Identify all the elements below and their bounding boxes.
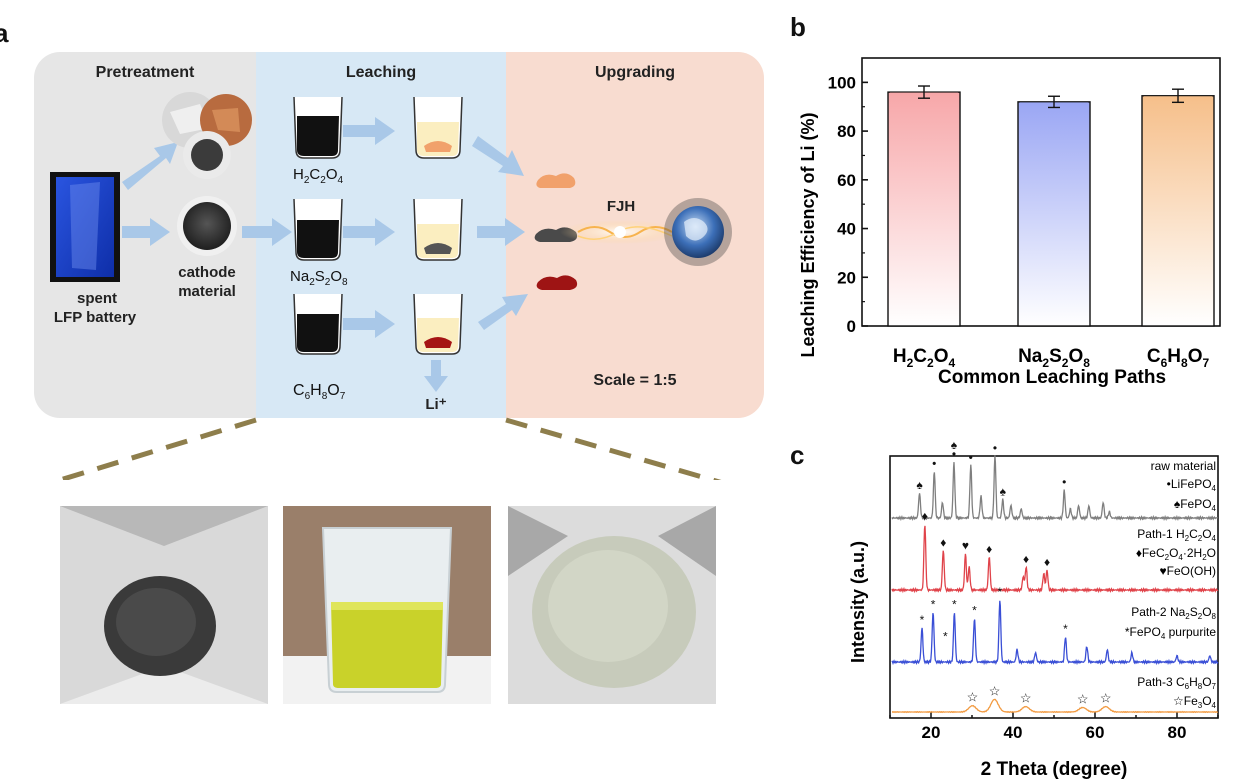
photo-upgraded-powder (508, 506, 716, 704)
bar-chart: 0 20 40 60 80 100 Leaching Efficiency of Li (… (798, 57, 1221, 388)
battery-icon (50, 172, 120, 282)
peak-marker: * (1063, 622, 1068, 636)
legend-path-1: Path-1 H2C2O4 (1137, 527, 1216, 543)
label-cathode: cathode (178, 264, 236, 281)
peak-marker: ♦ (1044, 555, 1050, 569)
photo-leachate-beaker (283, 506, 491, 704)
peak-marker: * (998, 585, 1003, 599)
product-powder-icons (534, 173, 578, 290)
peak-marker: * (972, 604, 977, 618)
panel-a-letter: a (0, 18, 9, 48)
bar-chart-category-1: H2C2O4 (893, 346, 956, 370)
y-tick-label: 20 (837, 268, 856, 287)
legend-raw-material: raw material (1151, 459, 1216, 473)
xrd-patterns (891, 455, 1219, 714)
xrd-raw-material (891, 455, 1219, 522)
bar-1 (887, 91, 961, 327)
bar-3 (1141, 95, 1215, 327)
xrd-axes: 20 40 60 80 (889, 455, 1219, 742)
peak-marker: ☆ (989, 683, 1001, 698)
peak-marker: ☆ (967, 690, 979, 705)
y-tick-label: 60 (837, 171, 856, 190)
x-tick-label: 60 (1086, 723, 1105, 742)
y-tick-label: 40 (837, 220, 856, 239)
flow-arrows (122, 117, 528, 392)
peak-marker: ☆ (1100, 691, 1112, 706)
peak-marker: * (920, 613, 925, 627)
bar-chart-bars (887, 85, 1215, 327)
xrd-path-1 (891, 525, 1219, 594)
component-photos (162, 92, 252, 179)
bar-chart-category-2: Na2S2O8 (1018, 346, 1090, 370)
y-tick-label: 80 (837, 122, 856, 141)
peak-marker: • (1062, 475, 1066, 489)
x-tick-label: 40 (1004, 723, 1023, 742)
peak-marker: • (932, 457, 936, 471)
reagent-label-persulfate: Na2S2O8 (290, 268, 348, 288)
label-scale: Scale = 1:5 (593, 372, 677, 389)
xrd-peak-markers: ♠••♠••♠•♦♦♥♦♦♦*******☆☆☆☆☆ (916, 440, 1111, 707)
legend-path-3: Path-3 C6H8O7 (1137, 675, 1216, 691)
peak-marker: ♦ (1023, 552, 1029, 566)
peak-marker: ♦ (986, 542, 992, 556)
peak-marker: ♦ (940, 535, 946, 549)
label-material: material (178, 283, 236, 300)
flash-joule-heating-icon (560, 198, 732, 266)
legend-purpurite: *FePO4 purpurite (1125, 625, 1216, 641)
photo-cathode-powder (60, 506, 268, 704)
beaker-icons (293, 96, 463, 355)
y-tick-label: 0 (847, 317, 856, 336)
panel-b-letter: b (790, 12, 806, 42)
legend-fec2o4: ♦FeC2O4·2H2O (1136, 546, 1216, 562)
peak-marker: ☆ (1020, 691, 1032, 706)
xrd-x-label: 2 Theta (degree) (981, 759, 1128, 780)
reagent-label-citric: C6H8O7 (293, 382, 346, 403)
y-tick-label: 100 (828, 73, 856, 92)
peak-marker: ♦ (922, 509, 928, 523)
stage-title-pretreatment: Pretreatment (95, 64, 195, 81)
legend-path-2: Path-2 Na2S2O8 (1131, 605, 1216, 621)
xrd-y-label: Intensity (a.u.) (848, 541, 868, 663)
detail-callout-lines (51, 417, 722, 480)
peak-marker: • (969, 450, 973, 464)
peak-marker: * (952, 597, 957, 611)
peak-marker: ♠ (916, 478, 923, 492)
peak-marker: ♥ (962, 539, 969, 553)
bar-chart-y-label: Leaching Efficiency of Li (%) (798, 112, 818, 357)
peak-marker: ♠ (951, 440, 958, 452)
label-li-ion: Li⁺ (425, 396, 447, 413)
xrd-path-3 (892, 698, 1218, 714)
stage-title-leaching: Leaching (345, 64, 417, 81)
legend-feooh: ♥FeO(OH) (1160, 564, 1216, 578)
process-flow-graphics (50, 92, 732, 480)
label-spent: spent (76, 290, 117, 307)
peak-marker: • (952, 447, 956, 461)
panel-c-letter: c (790, 440, 805, 470)
peak-marker: ☆ (1077, 692, 1089, 707)
peak-marker: * (943, 629, 948, 643)
label-lfp-battery: LFP battery (53, 309, 137, 326)
xrd-path-2 (891, 600, 1219, 666)
peak-marker: • (993, 441, 997, 455)
label-fjh: FJH (606, 198, 636, 215)
bar-2 (1017, 101, 1091, 327)
x-tick-label: 20 (922, 723, 941, 742)
cathode-powder-icon (177, 196, 237, 256)
legend-fe3o4: ☆Fe3O4 (1173, 694, 1217, 710)
x-tick-label: 80 (1168, 723, 1187, 742)
bar-chart-category-3: C6H8O7 (1147, 346, 1210, 370)
legend-fepo4: ♠FePO4 (1174, 497, 1217, 513)
reagent-label-oxalic: H2C2O4 (293, 166, 344, 186)
peak-marker: ♠ (1000, 484, 1007, 498)
legend-lifepo4: •LiFePO4 (1167, 477, 1217, 493)
stage-title-upgrading: Upgrading (595, 64, 675, 81)
bar-chart-x-label: Common Leaching Paths (938, 367, 1166, 388)
peak-marker: * (931, 597, 936, 611)
